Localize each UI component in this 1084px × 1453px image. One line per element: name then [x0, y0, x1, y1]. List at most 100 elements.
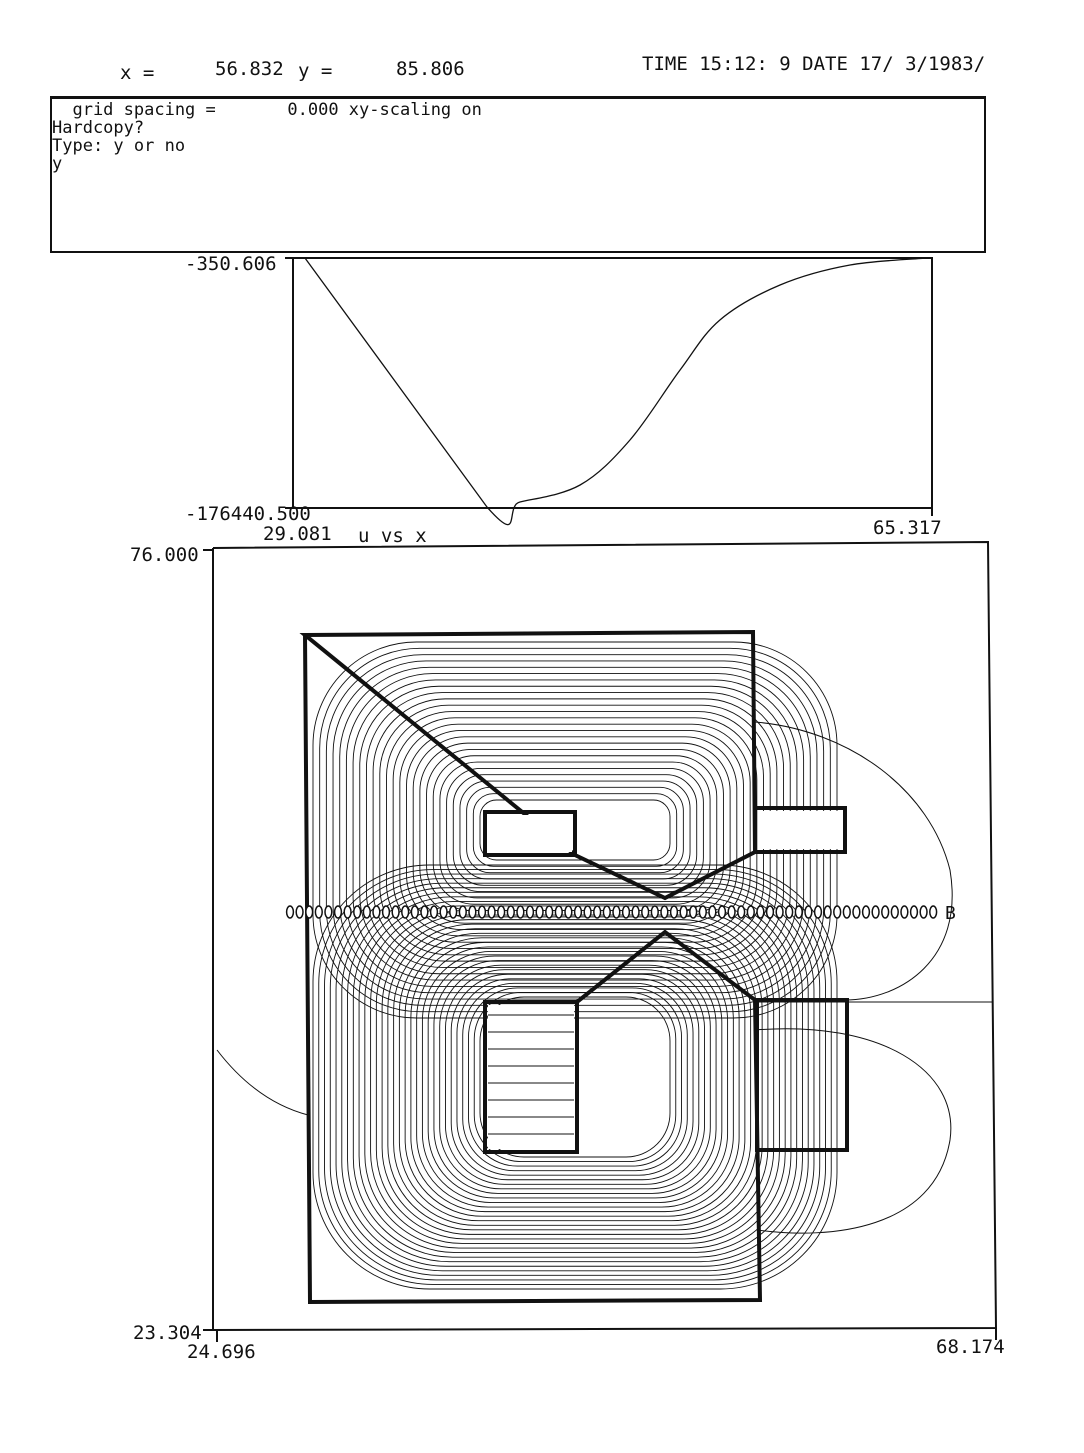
mesh-node-marker: [410, 905, 419, 919]
mesh-node-marker: [602, 905, 611, 919]
contour-xmin-label: 24.696: [187, 1341, 256, 1363]
mesh-node-marker: [612, 905, 621, 919]
mesh-node-marker: [804, 905, 813, 919]
mesh-end-label: B: [945, 903, 956, 924]
time-date: TIME 15:12: 9 DATE 17/ 3/1983/: [642, 53, 986, 75]
line-plot-frame: [292, 257, 933, 509]
flux-contour-lower: [427, 955, 723, 1199]
mesh-node-marker: [477, 905, 487, 919]
flux-contour-lower: [318, 869, 832, 1285]
mesh-node-marker: [813, 905, 823, 919]
cursor-x-value: 56.832: [215, 58, 284, 80]
mesh-node-marker: [295, 905, 304, 919]
mesh-node-marker: [487, 905, 496, 919]
mesh-node-marker: [679, 905, 688, 919]
flux-contour-lower: [381, 919, 769, 1235]
mesh-node-marker: [689, 905, 698, 919]
flux-contour-lower: [439, 964, 711, 1190]
console-line: grid spacing = 0.000 xy-scaling on: [52, 100, 482, 120]
flux-contour-lower: [450, 973, 700, 1181]
mesh-node-marker: [727, 905, 736, 919]
flux-contour-lower: [456, 978, 694, 1176]
leakage-contour: [754, 1028, 952, 1234]
flux-contour-lower: [473, 991, 677, 1163]
line-xmin-label: 29.081: [263, 523, 332, 545]
line-ymax-label: -350.606: [185, 253, 277, 275]
mesh-node-marker: [506, 905, 515, 919]
slot-lower-outline: [483, 1000, 579, 1154]
mesh-node-marker: [881, 905, 890, 919]
flux-contour-lower: [479, 996, 671, 1158]
mesh-node-marker: [708, 905, 717, 919]
flux-contour-upper: [439, 761, 711, 899]
cursor-y-label: y =: [298, 60, 333, 82]
mesh-node-marker: [554, 905, 563, 919]
contour-ymax-label: 76.000: [130, 544, 199, 566]
flux-contour-lower: [347, 891, 803, 1263]
mesh-node-marker: [458, 905, 467, 919]
flux-contour-upper: [412, 736, 738, 924]
slot-upper-outline: [483, 810, 577, 857]
mesh-node-marker: [391, 905, 400, 919]
flux-contour-lower: [312, 864, 838, 1290]
mesh-node-marker: [833, 905, 842, 919]
console-line: Type: y or no: [52, 136, 186, 156]
line-ymin-label: -176440.500: [185, 503, 311, 525]
mesh-node-marker: [525, 905, 535, 919]
mesh-node-marker: [900, 905, 909, 919]
lower-core-outline: [303, 634, 763, 1305]
console-line: Hardcopy?: [52, 118, 145, 138]
flux-contour-upper: [432, 755, 718, 905]
mesh-node-marker: [717, 905, 727, 919]
mesh-node-marker: [497, 905, 506, 919]
line-xmax-label: 65.317: [873, 517, 942, 539]
flux-contour-upper: [406, 730, 744, 930]
flux-contour-lower: [433, 960, 717, 1194]
line-chart: [285, 257, 933, 526]
flux-contour-upper: [452, 774, 698, 886]
flux-contour-lower: [444, 969, 706, 1185]
mesh-node-marker: [343, 905, 352, 919]
flux-contour-lower: [341, 887, 809, 1267]
flux-contour-lower: [329, 878, 821, 1276]
console-box: grid spacing = 0.000 xy-scaling on Hardc…: [50, 96, 986, 253]
mesh-node-marker: [324, 905, 333, 919]
flux-contour-upper: [419, 742, 731, 918]
flux-contour-lower: [335, 882, 815, 1272]
mesh-node-marker: [698, 905, 707, 919]
flux-contour-upper: [399, 723, 751, 937]
mesh-node-marker: [573, 905, 583, 919]
mesh-node-marker: [669, 905, 679, 919]
contour-xmax-label: 68.174: [936, 1336, 1005, 1358]
flux-contour-lower: [410, 941, 740, 1213]
mesh-node-marker: [401, 905, 410, 919]
flux-contour-lower: [358, 900, 792, 1254]
mesh-node-marker: [621, 905, 631, 919]
flux-contour-lower: [324, 873, 826, 1281]
mesh-node-marker: [765, 905, 775, 919]
mesh-node-marker: [631, 905, 640, 919]
console-line[interactable]: y: [52, 154, 63, 174]
flux-contour-lower: [404, 937, 746, 1217]
cursor-x-label: x =: [120, 62, 155, 84]
cursor-y-value: 85.806: [396, 58, 465, 80]
mesh-node-marker: [535, 905, 544, 919]
mesh-node-marker: [823, 905, 832, 919]
mesh-node-marker: [305, 905, 314, 919]
mesh-node-marker: [650, 905, 659, 919]
mesh-node-marker: [794, 905, 803, 919]
flux-contour-upper: [466, 786, 684, 874]
mesh-node-marker: [468, 905, 477, 919]
mesh-node-marker: [842, 905, 851, 919]
leakage-contour: [216, 1049, 309, 1116]
mesh-node-marker: [756, 905, 765, 919]
contour-ymin-label: 23.304: [133, 1322, 202, 1344]
upper-coil-outline: [753, 806, 847, 854]
line-title: u vs x: [358, 525, 427, 547]
mesh-node-marker: [641, 905, 650, 919]
leakage-contour: [754, 721, 953, 1001]
mesh-node-marker: [852, 905, 861, 919]
flux-contour-lower: [398, 932, 752, 1222]
flux-contour-lower: [387, 923, 763, 1231]
mesh-node-marker: [362, 905, 371, 919]
